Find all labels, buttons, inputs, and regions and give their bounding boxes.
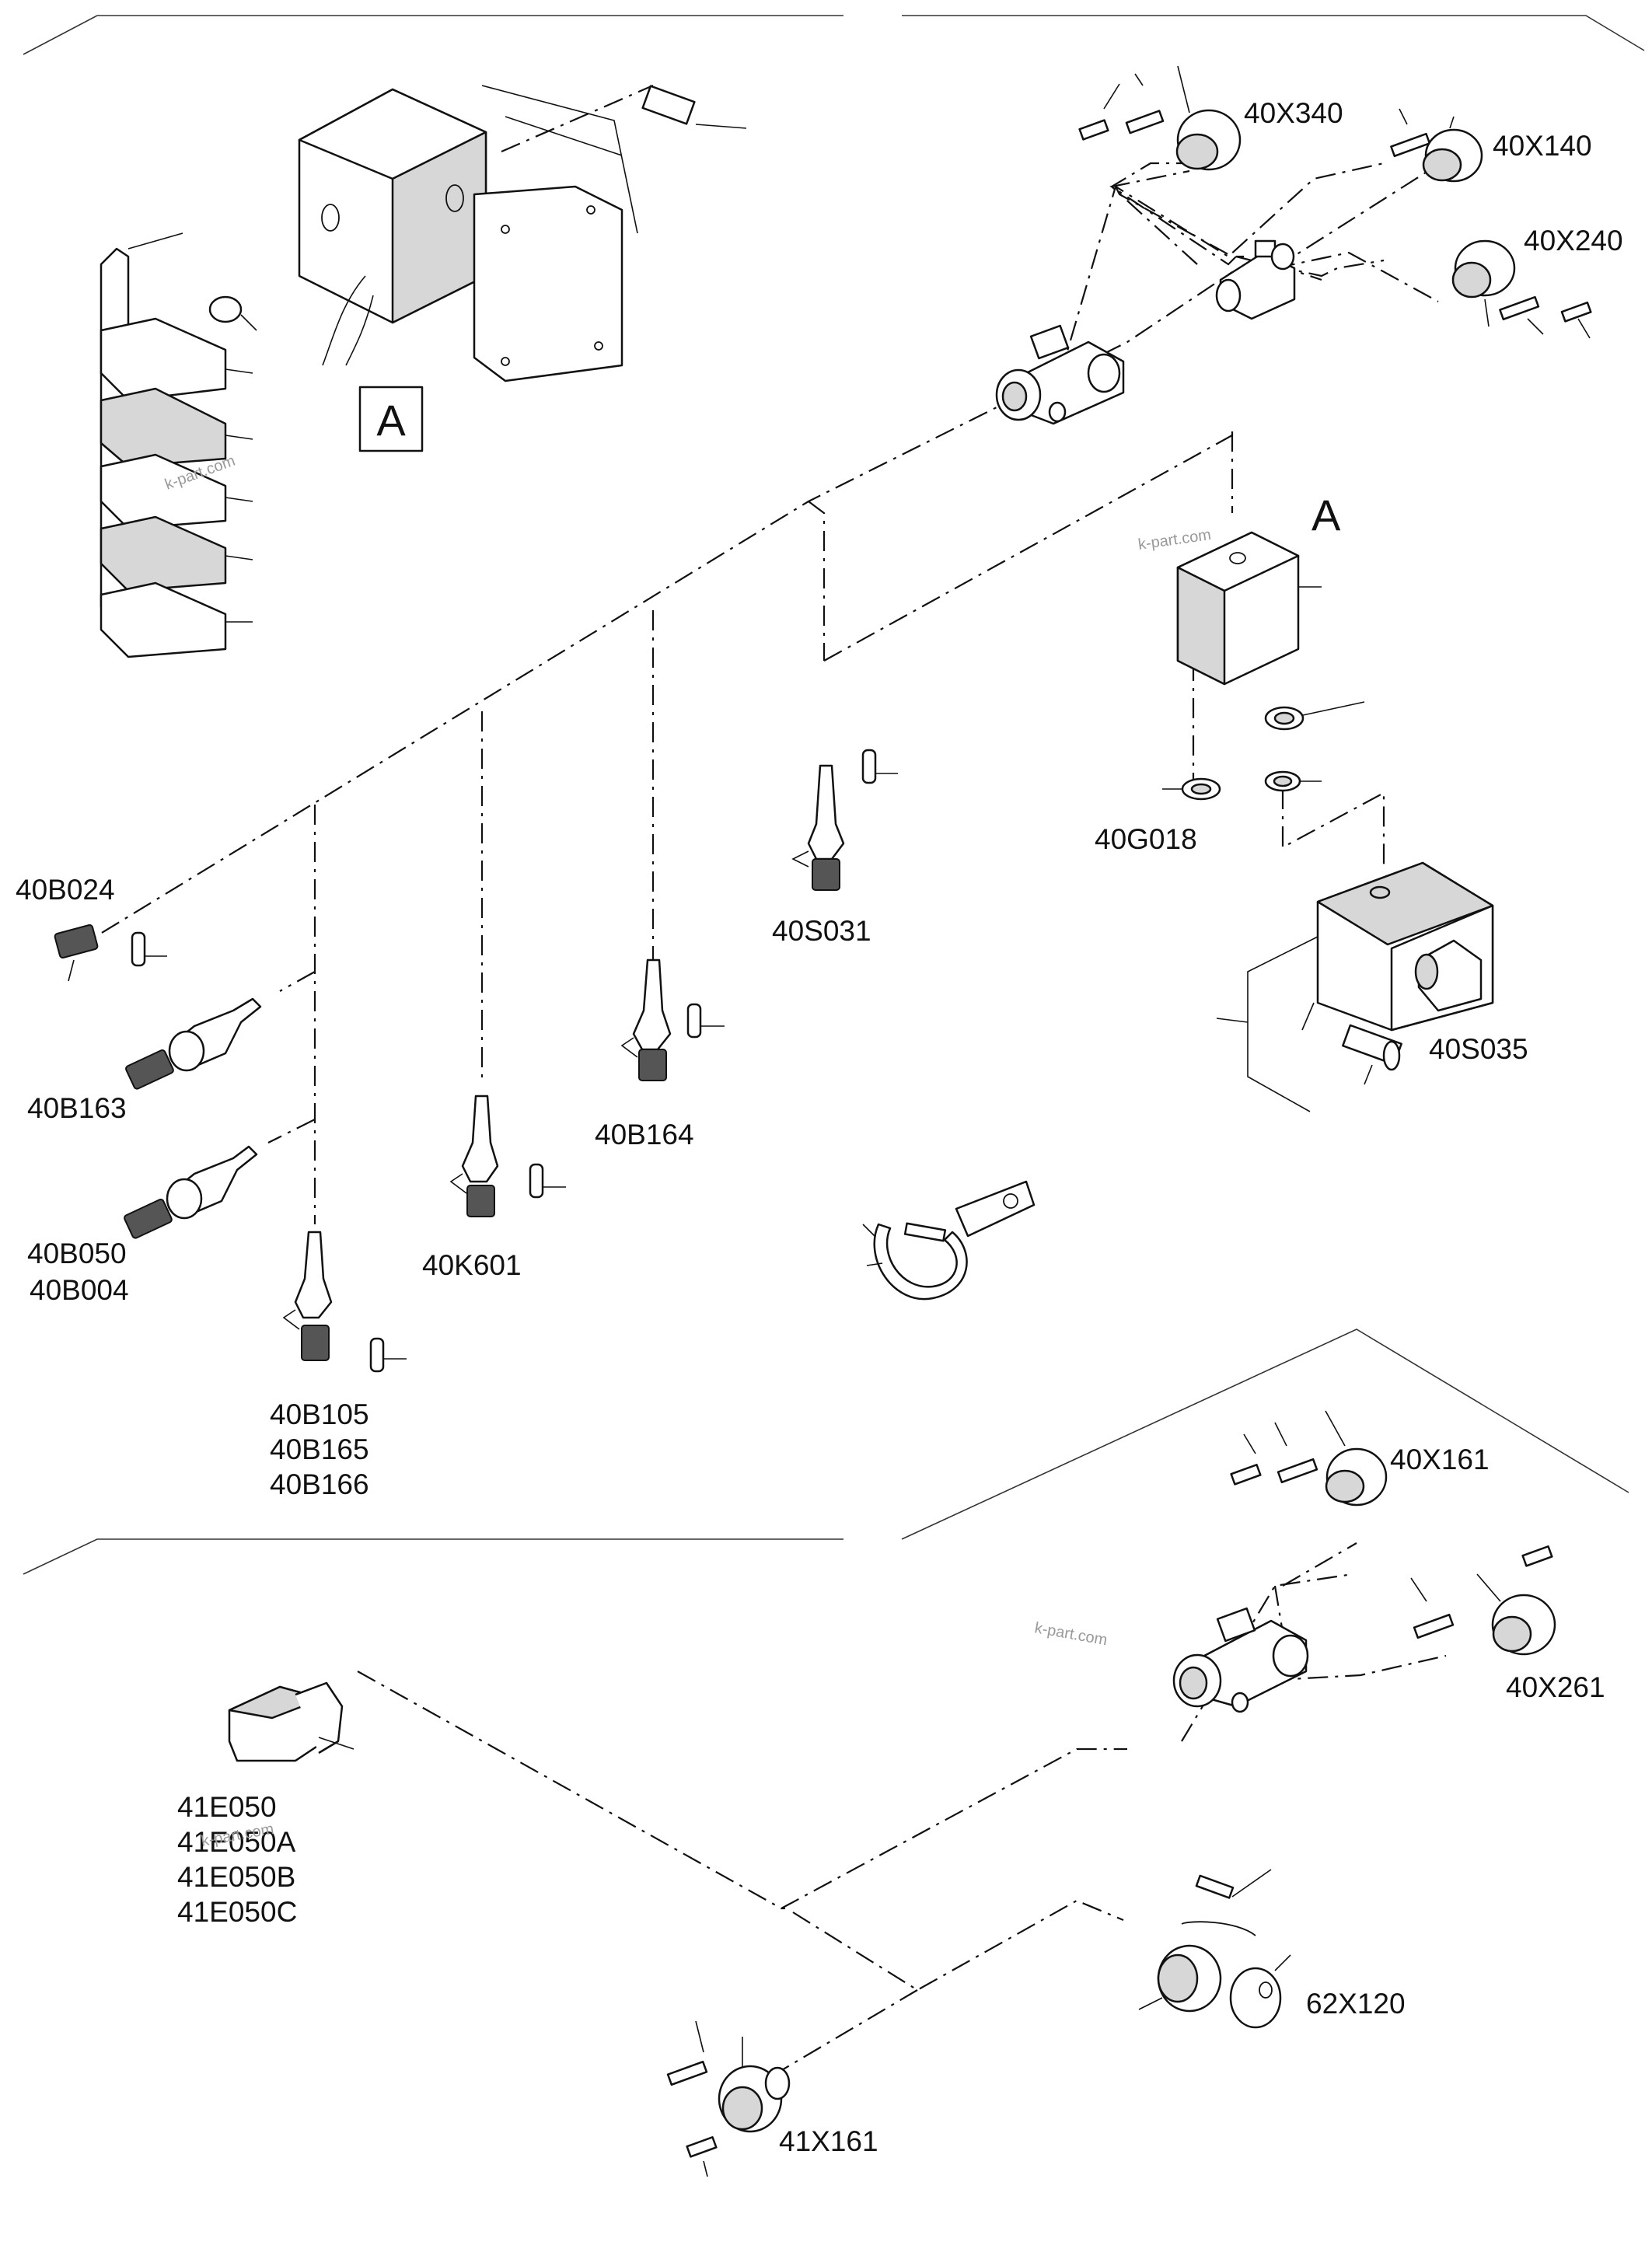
cable-tie-and-plate xyxy=(862,1180,1036,1301)
watermarks: k-part.com k-part.com k-part.com k-part.… xyxy=(162,452,1212,1850)
y-adaptor-lower xyxy=(995,324,1125,425)
label-40x340: 40X340 xyxy=(1244,97,1343,129)
terminal-block-stack xyxy=(100,232,257,658)
sensor-40s031: 40S031 xyxy=(772,749,898,947)
routing-lines xyxy=(69,139,1478,2092)
label-41e050a: 41E050A xyxy=(177,1826,296,1858)
detail-a-heading: A xyxy=(1311,491,1341,539)
label-40b163: 40B163 xyxy=(27,1092,127,1124)
watermark: k-part.com xyxy=(1137,526,1213,553)
y-adaptor-upper xyxy=(1215,239,1296,320)
label-40g018: 40G018 xyxy=(1095,823,1197,855)
label-40b024: 40B024 xyxy=(16,874,115,906)
connector-40x161-group: 40X161 xyxy=(1230,1410,1490,1507)
label-40b164: 40B164 xyxy=(595,1119,694,1150)
label-41e050: 41E050 xyxy=(177,1791,277,1823)
page-frame xyxy=(23,15,1645,1575)
label-41x161: 41X161 xyxy=(779,2125,878,2157)
connector-40x261-group: 40X261 xyxy=(1410,1545,1605,1703)
connector-40x340-group: 40X340 xyxy=(1078,65,1343,171)
connector-41x161: 41X161 xyxy=(666,2020,878,2177)
label-40b105: 40B105 xyxy=(270,1398,369,1430)
detail-a-label: A xyxy=(376,396,406,445)
connector-41e050: 41E050 41E050A 41E050B 41E050C xyxy=(177,1681,354,1928)
label-40x140: 40X140 xyxy=(1493,130,1592,162)
detail-a-tag: A xyxy=(358,386,424,452)
sensor-40b050: 40B050 40B004 xyxy=(27,1145,258,1306)
sensor-40b163: 40B163 xyxy=(27,997,262,1124)
switch-housing-40s035: 40S035 xyxy=(1216,861,1528,1112)
label-40b166: 40B166 xyxy=(270,1468,369,1500)
label-40x261: 40X261 xyxy=(1506,1671,1605,1703)
label-62x120: 62X120 xyxy=(1306,1988,1406,2020)
connector-40x140-group: 40X140 xyxy=(1390,108,1592,183)
connector-40b024: 40B024 xyxy=(16,874,167,982)
sensor-40k601: 40K601 xyxy=(422,1095,566,1281)
watermark: k-part.com xyxy=(1033,1619,1109,1649)
label-40b004: 40B004 xyxy=(30,1274,129,1306)
label-41e050b: 41E050B xyxy=(177,1861,295,1893)
label-40s035: 40S035 xyxy=(1429,1033,1528,1065)
sensor-40b105: 40B105 40B165 40B166 xyxy=(270,1231,407,1500)
label-40k601: 40K601 xyxy=(422,1249,522,1281)
label-41e050c: 41E050C xyxy=(177,1896,297,1928)
label-40x240: 40X240 xyxy=(1524,225,1623,257)
label-40b165: 40B165 xyxy=(270,1433,369,1465)
connector-40x240-group: 40X240 xyxy=(1451,225,1623,339)
label-40x161: 40X161 xyxy=(1390,1444,1490,1475)
connector-62x120: 62X120 xyxy=(1138,1869,1406,2029)
label-40b050: 40B050 xyxy=(27,1238,127,1269)
sensor-40b164: 40B164 xyxy=(595,958,725,1150)
label-40s031: 40S031 xyxy=(772,915,871,947)
junction-box-exploded xyxy=(298,84,747,382)
detail-a-box: 40G018 xyxy=(1095,531,1365,855)
y-adaptor-bottom xyxy=(1172,1607,1309,1713)
